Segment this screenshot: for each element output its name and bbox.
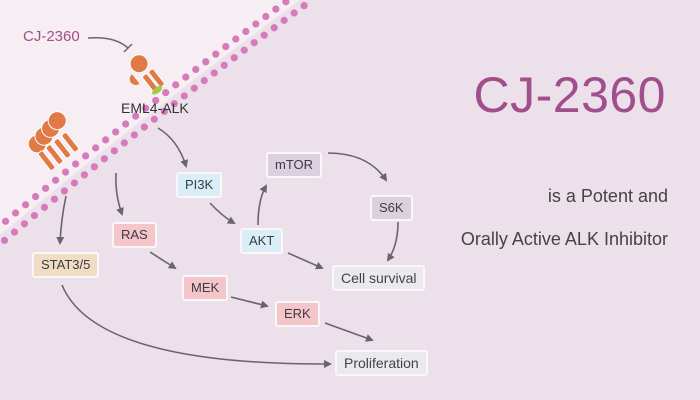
inhibition-bar <box>123 43 133 53</box>
arrow-pi3k-akt <box>209 202 236 225</box>
subtitle-line-1: is a Potent and <box>547 186 668 206</box>
page-title: CJ-2360 <box>473 67 666 123</box>
lipid-head <box>250 39 258 47</box>
arrow-erk-proliferation <box>324 322 374 342</box>
node-mtor: mTOR <box>266 152 323 178</box>
arrow-mtor-s6k <box>327 152 388 182</box>
lipid-head <box>192 65 200 74</box>
receptor-cluster-icon <box>27 111 80 171</box>
node-cell-survival: Cell survival <box>332 265 426 291</box>
lipid-head <box>40 203 49 211</box>
node-ras: RAS <box>112 222 157 248</box>
alk-receptor-icon <box>129 54 165 95</box>
lipid-head <box>300 2 308 10</box>
lipid-head <box>230 54 238 62</box>
lipid-head <box>30 211 39 220</box>
lipid-head <box>100 155 108 163</box>
subtitle-line-2: Orally Active ALK Inhibitor <box>460 229 668 249</box>
arrow-eml4-pi3k <box>157 127 189 168</box>
inhibition-arrow-icon <box>87 36 129 49</box>
lipid-head <box>270 24 278 32</box>
node-mek: MEK <box>182 275 229 301</box>
lipid-head <box>280 16 288 24</box>
lipid-head <box>152 96 160 105</box>
node-stat: STAT3/5 <box>32 252 100 278</box>
lipid-head <box>51 176 60 184</box>
lipid-head <box>112 128 120 136</box>
arrow-akt-mtor <box>257 184 267 226</box>
lipid-head <box>132 112 140 120</box>
lipid-head <box>220 61 228 69</box>
lipid-head <box>222 42 230 51</box>
lipid-head <box>190 84 198 92</box>
receptor-label: EML4-ALK <box>121 100 189 116</box>
lipid-head <box>122 120 130 128</box>
lipid-head <box>282 0 290 6</box>
lipid-head <box>140 123 148 131</box>
node-s6k: S6K <box>370 195 413 221</box>
arrow-ras-mek <box>149 251 177 270</box>
extracellular-region <box>0 0 300 235</box>
lipid-head <box>170 100 178 108</box>
lipid-head <box>272 5 280 13</box>
lipid-head <box>160 107 168 116</box>
lipid-head <box>110 147 118 155</box>
lipid-head <box>102 136 110 144</box>
lipid-head <box>210 69 218 77</box>
arrow-mek-erk <box>230 296 269 309</box>
lipid-head <box>150 115 158 123</box>
lipid-head <box>120 139 128 147</box>
lipid-head <box>41 184 50 192</box>
lipid-head <box>82 152 90 160</box>
lipid-head <box>262 12 270 21</box>
lipid-head <box>1 217 10 225</box>
lipid-head <box>92 144 100 152</box>
lipid-head <box>200 76 208 85</box>
lipid-head <box>61 168 70 176</box>
lipid-head <box>10 228 19 236</box>
lipid-head <box>20 220 29 228</box>
node-pi3k: PI3K <box>176 172 223 198</box>
lipid-head <box>72 160 80 168</box>
lipid-head <box>60 187 69 195</box>
lipid-head <box>290 9 298 17</box>
lipid-head <box>50 195 59 203</box>
lipid-head <box>202 58 210 66</box>
lipid-head <box>130 131 138 139</box>
lipid-head <box>31 192 40 201</box>
lipid-head <box>260 31 268 39</box>
lipid-head <box>252 20 260 28</box>
lipid-bilayer-icon <box>0 0 308 244</box>
arrow-receptor-stat <box>56 195 67 245</box>
lipid-head <box>232 35 240 43</box>
arrow-akt-survival <box>287 252 324 270</box>
lipid-head <box>180 92 188 100</box>
lipid-head <box>182 73 190 81</box>
lipid-head <box>70 179 79 187</box>
arrow-receptor-ras <box>115 172 124 216</box>
arrow-s6k-survival <box>386 221 399 262</box>
node-erk: ERK <box>275 301 320 327</box>
node-proliferation: Proliferation <box>335 350 428 376</box>
lipid-head <box>242 27 250 36</box>
lipid-head <box>142 104 150 112</box>
lipid-head <box>162 89 170 97</box>
drug-label: CJ-2360 <box>23 28 80 45</box>
lipid-head <box>240 46 248 54</box>
lipid-head <box>90 163 98 171</box>
lipid-head <box>80 171 88 179</box>
lipid-head <box>0 236 9 244</box>
lipid-head <box>21 201 30 209</box>
lipid-head <box>172 81 180 89</box>
node-akt: AKT <box>240 228 284 254</box>
arrow-stat-proliferation <box>61 284 332 369</box>
lipid-head <box>212 50 220 58</box>
lipid-head <box>11 209 20 217</box>
